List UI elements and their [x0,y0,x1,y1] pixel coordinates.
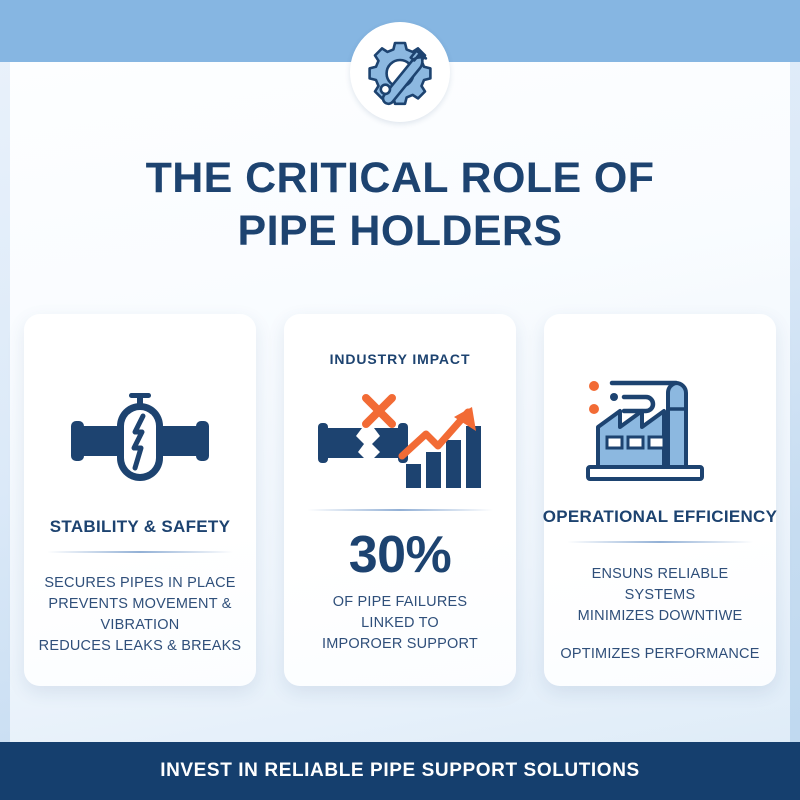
card-divider [567,541,753,543]
caption-line: OF PIPE FAILURES [332,594,468,610]
body-line: SECURES PIPES IN PLACE [44,575,236,591]
page-title: THE CRITICAL ROLE OF PIPE HOLDERS [0,152,800,258]
stat-number: 30% [348,526,452,584]
card-divider [307,509,493,511]
card-divider [47,551,233,553]
factory-icon [556,369,764,489]
card-stability-safety[interactable]: STABILITY & SAFETY SECURES PIPES IN PLAC… [24,314,256,686]
card-body-text: SECURES PIPES IN PLACE PREVENTS MOVEMENT… [39,573,242,657]
stat-caption: OF PIPE FAILURES LINKED TO IMPOROER SUPP… [322,592,478,655]
body-line: VIBRATION [100,617,180,633]
body-line: REDUCES LEAKS & BREAKS [38,638,242,654]
card-kicker: INDUSTRY IMPACT [329,351,471,367]
gear-wrench-icon [364,36,436,108]
title-line-2: PIPE HOLDERS [237,207,563,255]
title-line-1: THE CRITICAL ROLE OF [145,154,655,202]
card-heading: STABILITY & SAFETY [49,517,231,536]
body-line: MINIMIZES DOWNTIWE [577,608,743,624]
footer-text: INVEST IN RELIABLE PIPE SUPPORT SOLUTION… [160,760,640,781]
footer-banner: INVEST IN RELIABLE PIPE SUPPORT SOLUTION… [0,742,800,800]
body-line: OPTIMIZES PERFORMANCE [560,646,760,662]
cards-row: STABILITY & SAFETY SECURES PIPES IN PLAC… [24,314,778,686]
caption-line: LINKED TO [361,615,439,631]
card-industry-impact[interactable]: INDUSTRY IMPACT [284,314,516,686]
card-operational-efficiency[interactable]: OPERATIONAL EFFICIENCY ENSUNS RELIABLE S… [542,314,778,686]
body-line: PREVENTS MOVEMENT & [48,596,232,612]
card-body-text: ENSUNS RELIABLE SYSTEMS MINIMIZES DOWNTI… [556,564,764,665]
caption-line: IMPOROER SUPPORT [321,636,478,652]
card-heading: OPERATIONAL EFFICIENCY [542,507,778,526]
logo-badge [350,22,450,122]
body-line: ENSUNS RELIABLE SYSTEMS [591,566,729,603]
pipe-flange-valve-icon [36,381,244,501]
broken-pipe-bar-chart-icon [296,385,504,495]
